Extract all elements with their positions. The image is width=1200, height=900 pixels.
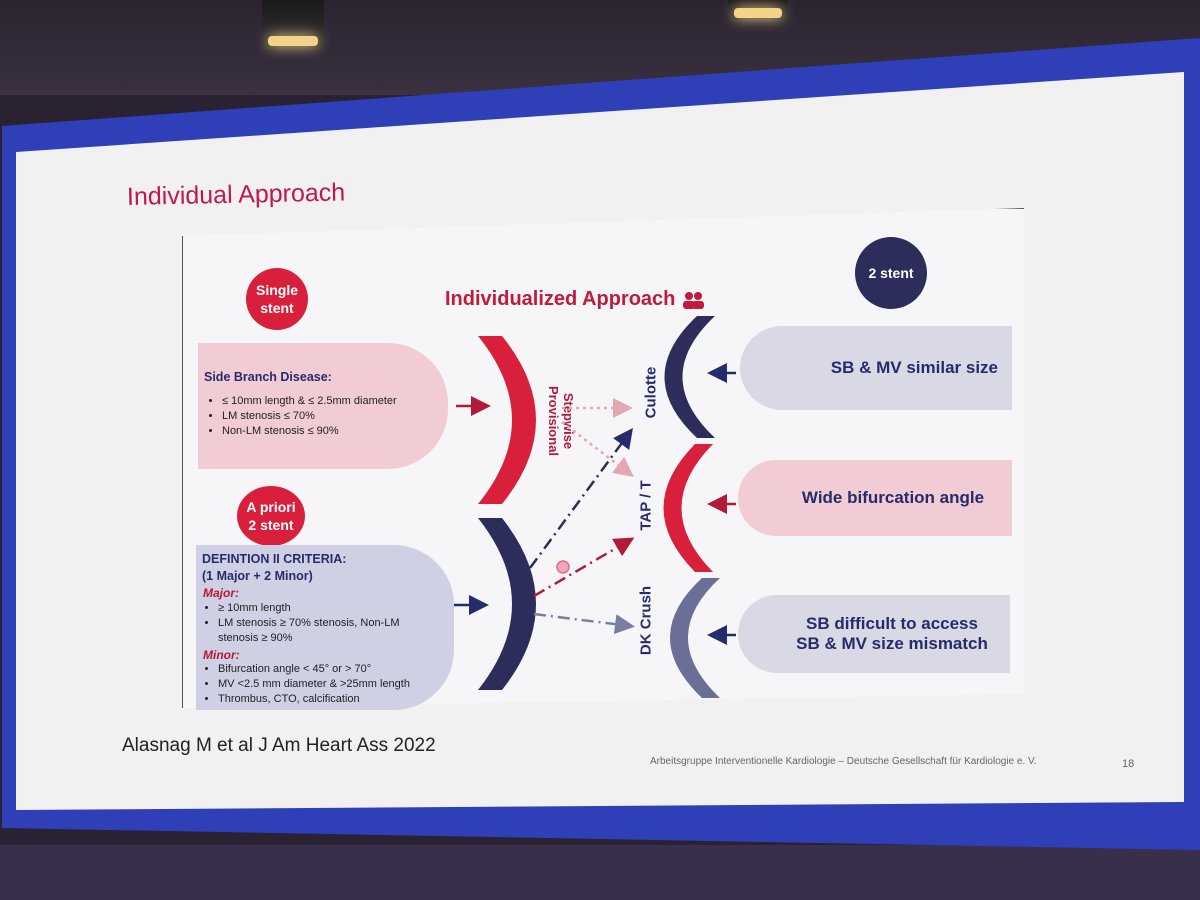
apriori-to-culotte-arrow [528,427,633,569]
list-item: Thrombus, CTO, calcification [218,692,410,707]
definition-header: DEFINTION II CRITERIA: [202,552,347,566]
major-label: Major: [203,586,239,600]
side-branch-header: Side Branch Disease: [204,370,332,384]
a-priori-line2: 2 stent [248,517,294,533]
list-item: Bifurcation angle < 45° or > 70° [218,662,410,677]
apriori-to-dk-crush-arrow [533,612,635,635]
definition-subheader: (1 Major + 2 Minor) [202,569,313,583]
side-branch-list: ≤ 10mm length & ≤ 2.5mm diameter LM sten… [208,394,397,439]
list-item: LM stenosis ≥ 70% stenosis, Non-LM stenos… [218,616,400,646]
stage-floor [0,845,1200,900]
a-priori-badge: A priori 2 stent [237,486,305,546]
culotte-arc [664,316,715,438]
provisional-arc [478,336,536,504]
culotte-criteria-text: SB & MV similar size [830,358,998,377]
tap-arc [663,444,713,572]
dk-crush-arc [670,578,720,698]
definition-criteria-box [196,545,454,710]
list-item-text: stenosis ≥ 90% [218,632,293,644]
single-stent-badge: Single stent [246,268,308,330]
provisional-to-tap-arrow [561,421,634,478]
list-item: Non-LM stenosis ≤ 90% [222,424,397,439]
reference-citation: Alasnag M et al J Am Heart Ass 2022 [122,735,436,756]
minor-list: Bifurcation angle < 45° or > 70° MV <2.5… [204,662,410,707]
two-stent-arc [478,518,536,690]
culotte-criteria-box: SB & MV similar size [740,326,1012,410]
apriori-to-tap-arrow [533,537,635,598]
dk-criteria-line2: SB & MV size mismatch [796,634,988,653]
people-icon [682,291,704,309]
page-number: 18 [1122,758,1135,770]
two-stent-badge: 2 stent [855,237,927,309]
minor-label: Minor: [203,648,240,662]
list-item: ≤ 10mm length & ≤ 2.5mm diameter [222,394,397,409]
dk-criteria-line1: SB difficult to access [806,614,978,633]
list-item: ≥ 10mm length [218,601,400,616]
tap-criteria-box: Wide bifurcation angle [738,460,1012,536]
single-stent-line1: Single [255,282,298,298]
two-stent-label: 2 stent [868,265,914,281]
organization-footer: Arbeitsgruppe Interventionelle Kardiolog… [650,756,1037,767]
side-branch-box [198,343,448,469]
list-item-text: LM stenosis ≥ 70% stenosis, Non-LM [218,617,400,629]
a-priori-line1: A priori [246,499,296,515]
single-stent-line2: stent [260,300,294,316]
diagram-heading: Individualized Approach [445,288,705,311]
tap-criteria-text: Wide bifurcation angle [801,488,985,507]
diagram-heading-text: Individualized Approach [445,288,676,310]
list-item: MV <2.5 mm diameter & >25mm length [218,677,410,692]
major-list: ≥ 10mm length LM stenosis ≥ 70% stenosis… [204,601,400,646]
list-item: LM stenosis ≤ 70% [222,409,397,424]
ceiling-light [728,0,788,22]
laser-pointer-dot [556,560,570,574]
ceiling-light [262,0,324,50]
